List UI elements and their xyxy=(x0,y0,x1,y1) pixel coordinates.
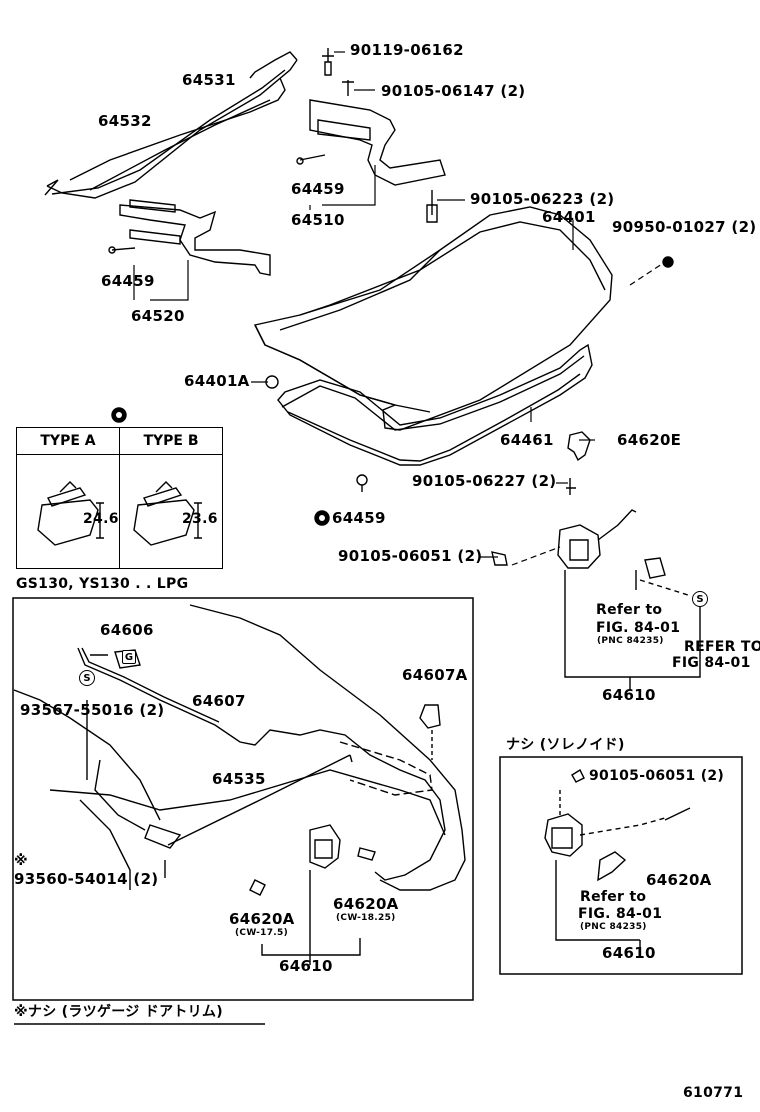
footnote: ※ナシ (ラツゲージ ドアトリム) xyxy=(14,1004,223,1020)
part-label-90105-06051-lower: 90105-06051 (2) xyxy=(589,768,725,784)
part-label-64459-upper: 64459 xyxy=(291,180,345,198)
solenoid-note: ナシ (ソレノイド) xyxy=(506,737,625,753)
model-note: GS130, YS130 . . LPG xyxy=(16,576,189,592)
solenoid-detail-drawing xyxy=(499,756,743,975)
part-label-64401: 64401 xyxy=(542,208,596,226)
part-label-90105-06051-upper: 90105-06051 (2) xyxy=(338,547,483,565)
fig-ref-label[interactable]: FIG. 84-01 xyxy=(596,620,681,636)
type-b-header: TYPE B xyxy=(120,428,222,455)
part-label-90105-06223: 90105-06223 (2) xyxy=(470,190,615,208)
hinge-64510 xyxy=(296,48,446,223)
part-label-90105-06227: 90105-06227 (2) xyxy=(412,472,557,490)
part-label-93560-54014: 93560-54014 (2) xyxy=(14,870,159,888)
part-label-64459-left: 64459 xyxy=(101,272,155,290)
torsion-bar-rods xyxy=(44,51,298,199)
small-hardware xyxy=(111,256,674,566)
refer-to-upper-label: REFER TO xyxy=(684,639,760,655)
asterisk-mark: ※ xyxy=(14,853,28,869)
type-table: TYPE A TYPE B 24.6 23.6 xyxy=(16,427,223,569)
leader-lines xyxy=(133,51,666,566)
part-label-64607: 64607 xyxy=(192,692,246,710)
cw-note-left: (CW-17.5) xyxy=(235,928,288,938)
part-label-90105-06147: 90105-06147 (2) xyxy=(381,82,526,100)
part-label-64459-lower: 64459 xyxy=(332,509,386,527)
pnc-ref-label: (PNC 84235) xyxy=(597,636,664,646)
part-label-64532: 64532 xyxy=(98,112,152,130)
part-label-64610-lower: 64610 xyxy=(279,957,333,975)
part-label-64620A-left: 64620A xyxy=(229,910,295,928)
part-label-64607A: 64607A xyxy=(402,666,468,684)
part-label-64620A-right: 64620A xyxy=(646,871,712,889)
part-label-90950-01027: 90950-01027 (2) xyxy=(612,218,757,236)
part-label-64620A-mid: 64620A xyxy=(333,895,399,913)
refer-to-label: Refer to xyxy=(596,602,663,618)
part-label-64461: 64461 xyxy=(500,431,554,449)
type-a-header: TYPE A xyxy=(17,428,119,455)
s-symbol-lower-icon: S xyxy=(79,670,95,686)
refer-to-lower-label: Refer to xyxy=(580,889,647,905)
part-label-64531: 64531 xyxy=(182,71,236,89)
part-label-64610-right: 64610 xyxy=(602,944,656,962)
table-divider xyxy=(119,428,120,568)
g-symbol-icon: G xyxy=(122,650,136,664)
weatherstrip-64461 xyxy=(277,343,593,466)
part-label-64535: 64535 xyxy=(212,770,266,788)
lock-assembly-upper xyxy=(557,509,701,690)
part-label-64401A: 64401A xyxy=(184,372,250,390)
pnc-ref-lower-label: (PNC 84235) xyxy=(580,922,647,932)
lpg-detail-drawing xyxy=(12,597,474,1001)
cw-note-mid: (CW-18.25) xyxy=(336,913,396,923)
type-b-dimension: 23.6 xyxy=(182,511,218,527)
s-symbol-icon: S xyxy=(692,591,708,607)
part-label-64610-upper: 64610 xyxy=(602,686,656,704)
fig-ref-lower-label[interactable]: FIG. 84-01 xyxy=(578,906,663,922)
fig-upper-label[interactable]: FIG 84-01 xyxy=(672,655,751,671)
type-a-b-drawings xyxy=(37,481,202,546)
part-label-64620E: 64620E xyxy=(617,431,682,449)
part-label-64520: 64520 xyxy=(131,307,185,325)
part-label-93567-55016: 93567-55016 (2) xyxy=(20,701,165,719)
part-label-90119-06162: 90119-06162 xyxy=(350,41,464,59)
part-label-64510: 64510 xyxy=(291,211,345,229)
diagram-id: 610771 xyxy=(683,1085,744,1101)
hinge-64520 xyxy=(108,199,271,276)
part-label-64606: 64606 xyxy=(100,621,154,639)
type-a-dimension: 24.6 xyxy=(83,511,119,527)
